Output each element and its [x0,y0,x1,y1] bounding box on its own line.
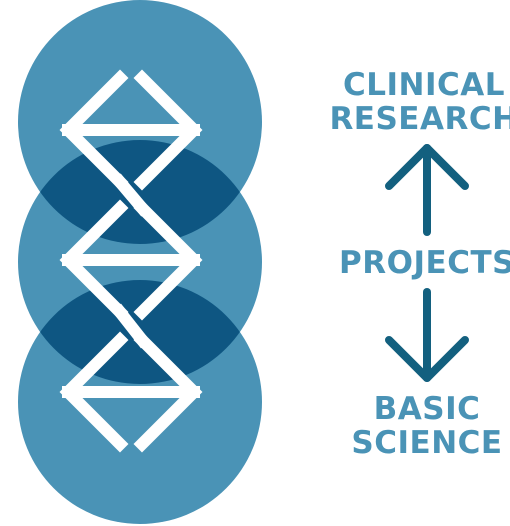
upper-overlap [18,140,262,244]
clinical-research-line1: CLINICAL [342,67,505,103]
lower-overlap [18,280,262,384]
clinical-research-line2: RESEARCH [329,101,510,137]
basic-science-line2: SCIENCE [351,425,503,461]
arrow-up-icon [385,144,469,236]
basic-science-line1: BASIC [373,391,481,427]
clinical-research-label: CLINICAL RESEARCH [324,68,510,136]
arrow-down-icon [385,288,469,382]
dna-double-helix-circles-icon [18,0,262,524]
projects-label: PROJECTS [339,245,510,281]
basic-science-label: BASIC SCIENCE [327,392,510,460]
helix-lines [59,69,203,453]
